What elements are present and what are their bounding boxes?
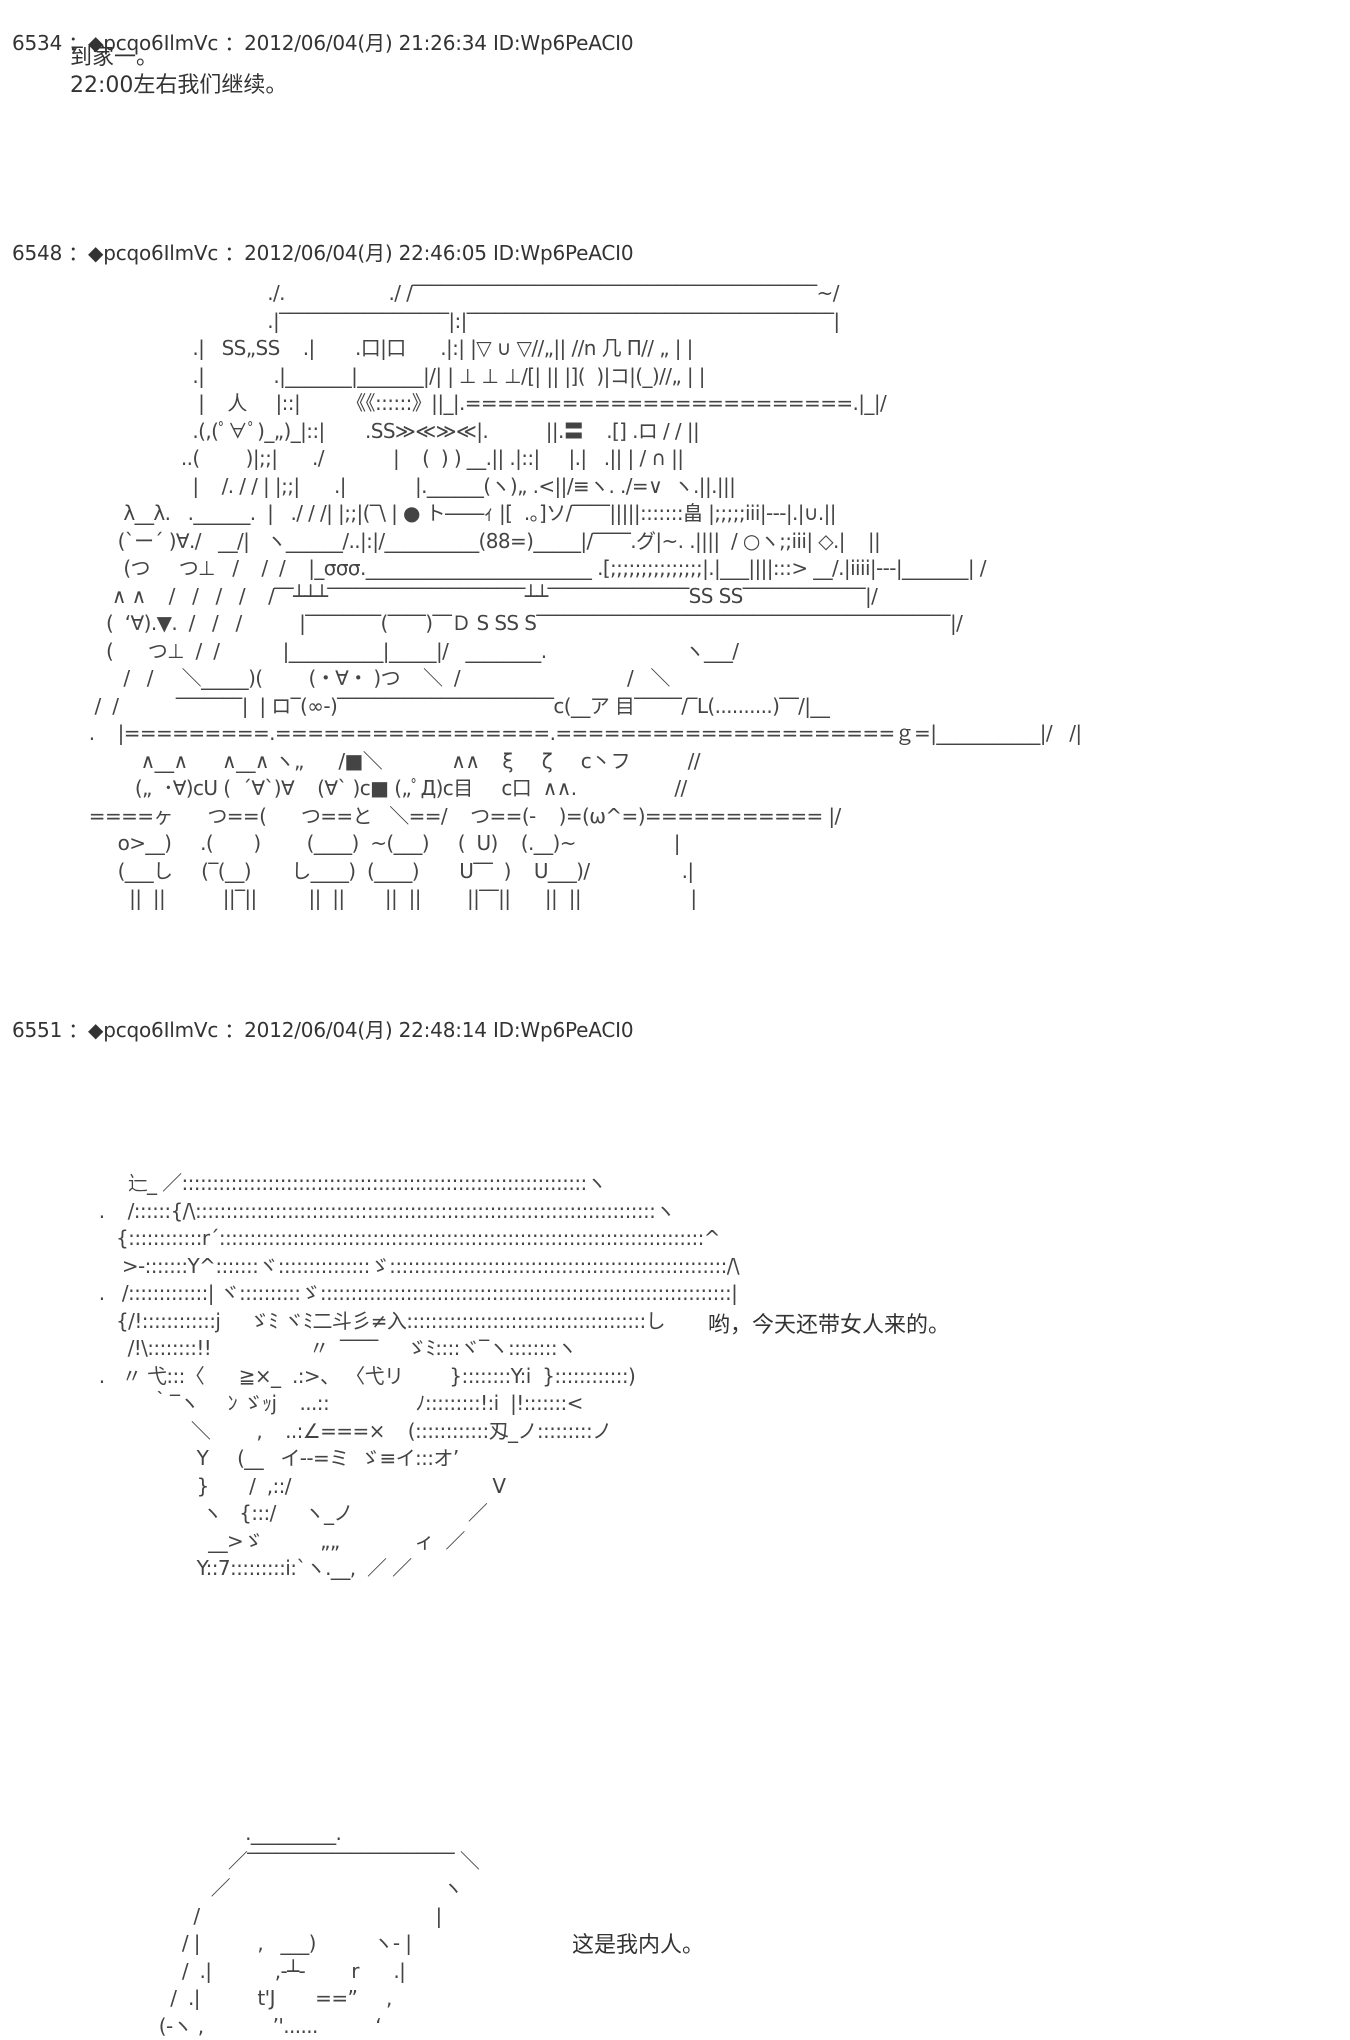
- ascii-art-character-face: 辷_ ／::::::::::::::::::::::::::::::::::::…: [98, 1171, 740, 1580]
- ascii-art-kitchen-scene: ./. ./ /‾‾‾‾‾‾‾‾‾‾‾‾‾‾‾‾‾‾‾‾‾‾‾‾‾‾‾‾‾‾‾‾…: [88, 281, 1082, 910]
- post-header: 6548 ：◆pcqo6IlmVc ：2012/06/04(月) 22:46:0…: [12, 241, 634, 265]
- post-header: 6534 ：◆pcqo6IlmVc ：2012/06/04(月) 21:26:3…: [12, 31, 634, 55]
- dialogue-line: 哟，今天还带女人来的。: [708, 1313, 951, 1338]
- dialogue-line: 这是我内人。: [572, 1933, 705, 1958]
- post-header: 6551 ：◆pcqo6IlmVc ：2012/06/04(月) 22:48:1…: [12, 1018, 634, 1042]
- post-body: 到家一。 22:00左右我们继续。: [70, 45, 288, 98]
- ascii-art-character-head: ._________. ／‾‾‾‾‾‾‾‾‾‾‾‾‾‾‾‾‾‾‾‾‾‾ ＼ ／ …: [158, 1821, 480, 2038]
